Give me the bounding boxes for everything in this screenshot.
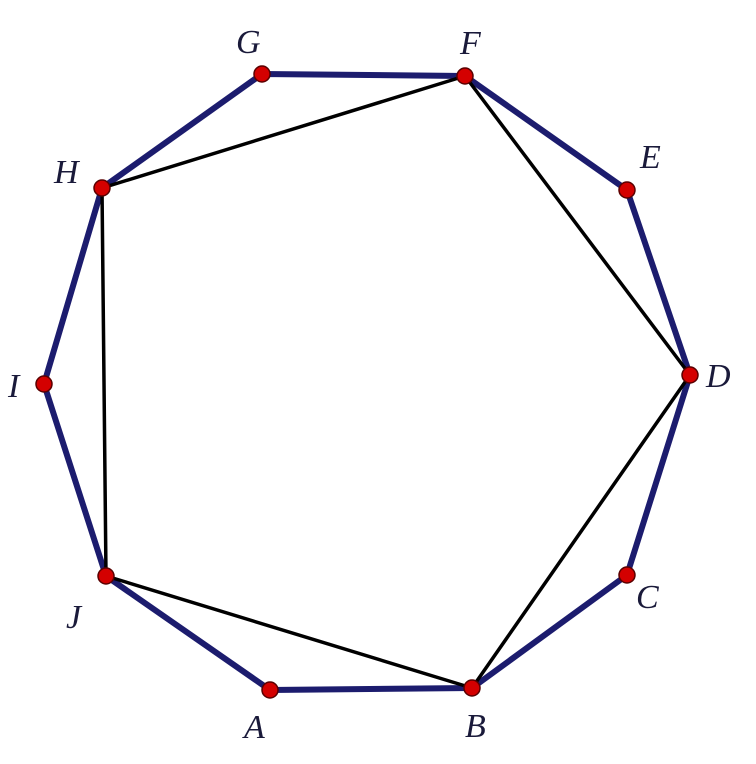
vertex-point-a (261, 681, 279, 699)
vertex-label-f: F (459, 25, 482, 62)
vertex-point-i (35, 375, 53, 393)
vertex-label-e: E (639, 139, 661, 176)
vertex-label-h: H (53, 154, 81, 191)
vertex-label-c: C (636, 579, 659, 616)
vertex-label-i: I (7, 368, 21, 405)
vertex-labels: A B C D E F G H I J (7, 24, 731, 746)
vertex-points (35, 65, 699, 699)
vertex-label-a: A (242, 709, 265, 746)
vertex-point-c (618, 566, 636, 584)
vertex-point-d (681, 366, 699, 384)
vertex-label-b: B (465, 708, 486, 745)
vertex-point-e (618, 181, 636, 199)
inner-pentagon (100, 74, 692, 690)
vertex-label-j: J (66, 599, 83, 636)
vertex-point-g (253, 65, 271, 83)
vertex-point-f (456, 67, 474, 85)
vertex-point-h (93, 179, 111, 197)
outer-decagon (41, 71, 693, 693)
vertex-label-g: G (236, 24, 261, 61)
vertex-point-b (463, 679, 481, 697)
vertex-point-j (97, 567, 115, 585)
vertex-label-d: D (705, 358, 731, 395)
